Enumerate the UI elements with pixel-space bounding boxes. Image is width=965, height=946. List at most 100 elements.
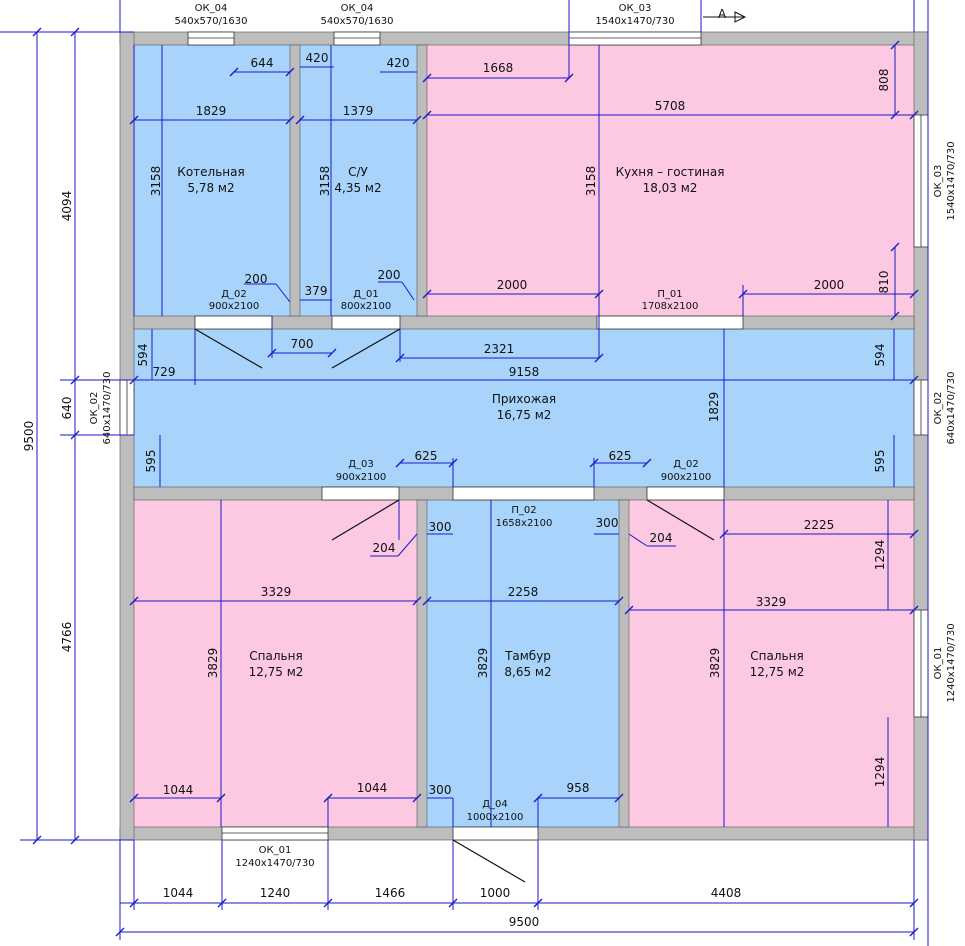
- room-labels: Котельная 5,78 м2 С/У 4,35 м2 Кухня – го…: [177, 165, 804, 679]
- dim-5708: 5708: [655, 99, 686, 113]
- window-ok04b-size: 540х570/1630: [321, 16, 394, 27]
- dim-2000a: 2000: [497, 278, 528, 292]
- dim-3829b: 3829: [476, 648, 490, 679]
- dim-bottom-1044: 1044: [163, 886, 194, 900]
- dim-808: 808: [877, 69, 891, 92]
- room-wc-fill: [300, 45, 417, 316]
- door-d04-size: 1000х2100: [467, 812, 524, 823]
- dim-2000b: 2000: [814, 278, 845, 292]
- room-kitchen-area: 18,03 м2: [643, 181, 698, 195]
- dim-420b: 420: [387, 56, 410, 70]
- door-d02-tag: Д_02: [221, 289, 247, 300]
- dim-700: 700: [291, 337, 314, 351]
- dim-594b: 594: [873, 344, 887, 367]
- room-bed1-name: Спальня: [249, 649, 302, 663]
- opening-labels: ОК_04 540х570/1630 ОК_04 540х570/1630 ОК…: [89, 3, 957, 869]
- dim-625b: 625: [609, 449, 632, 463]
- room-kitchen-fill: [427, 45, 914, 316]
- window-ok04a-tag: ОК_04: [195, 3, 228, 14]
- section-marker: A: [703, 7, 747, 23]
- dim-bottom-1000: 1000: [480, 886, 511, 900]
- opening-p01-tag: П_01: [657, 289, 682, 300]
- dim-810: 810: [877, 271, 891, 294]
- dim-left-4094: 4094: [60, 191, 74, 222]
- dim-2225: 2225: [804, 518, 835, 532]
- room-boiler-name: Котельная: [177, 165, 244, 179]
- dim-bottom-9500: 9500: [509, 915, 540, 929]
- window-ok03right-size: 1540х1470/730: [946, 141, 957, 220]
- dim-2258: 2258: [508, 585, 539, 599]
- door-d03-tag: Д_03: [348, 459, 374, 470]
- dim-379: 379: [305, 284, 328, 298]
- room-wc-name: С/У: [348, 165, 368, 179]
- dim-420a: 420: [306, 51, 329, 65]
- dim-3158c: 3158: [584, 166, 598, 197]
- window-ok03right-tag: ОК_03: [933, 165, 944, 198]
- dim-204a: 204: [373, 541, 396, 555]
- dim-3158b: 3158: [318, 166, 332, 197]
- dim-1294a: 1294: [873, 540, 887, 571]
- room-vestibule-area: 8,65 м2: [504, 665, 551, 679]
- opening-p02-tag: П_02: [511, 505, 536, 516]
- dim-1829b: 1829: [707, 392, 721, 423]
- dim-bottom-4408: 4408: [711, 886, 742, 900]
- dim-1668: 1668: [483, 61, 514, 75]
- window-ok04b-tag: ОК_04: [341, 3, 374, 14]
- window-ok03top-tag: ОК_03: [619, 3, 652, 14]
- room-kitchen-name: Кухня – гостиная: [616, 165, 725, 179]
- window-ok04a-size: 540х570/1630: [175, 16, 248, 27]
- room-bed2-fill: [629, 500, 914, 827]
- dim-left-9500: 9500: [22, 421, 36, 452]
- dim-200a: 200: [245, 272, 268, 286]
- room-bed1-fill: [134, 500, 417, 827]
- window-ok02right-size: 640х1470/730: [946, 372, 957, 445]
- room-boiler-area: 5,78 м2: [187, 181, 234, 195]
- door-d01-tag: Д_01: [353, 289, 379, 300]
- room-vestibule-name: Тамбур: [504, 649, 551, 663]
- dim-1829a: 1829: [196, 104, 227, 118]
- window-ok02left-size: 640х1470/730: [102, 372, 113, 445]
- dim-1044b: 1044: [357, 781, 388, 795]
- opening-p01-size: 1708х2100: [642, 301, 699, 312]
- window-ok01bottom-size: 1240х1470/730: [235, 858, 314, 869]
- dim-3329a: 3329: [261, 585, 292, 599]
- window-ok01right-tag: ОК_01: [933, 647, 944, 680]
- dim-1294b: 1294: [873, 757, 887, 788]
- room-wc-area: 4,35 м2: [334, 181, 381, 195]
- dim-300c: 300: [429, 783, 452, 797]
- opening-p02-size: 1658х2100: [496, 518, 553, 529]
- dim-bottom-1466: 1466: [375, 886, 406, 900]
- dim-left-640: 640: [60, 397, 74, 420]
- dim-204b: 204: [650, 531, 673, 545]
- window-ok02left-tag: ОК_02: [89, 392, 100, 425]
- door-d02-size: 900х2100: [209, 301, 259, 312]
- room-hall-area: 16,75 м2: [497, 408, 552, 422]
- dimension-lines: [0, 0, 929, 946]
- window-ok03top-size: 1540х1470/730: [595, 16, 674, 27]
- dim-595b: 595: [873, 450, 887, 473]
- dim-644: 644: [251, 56, 274, 70]
- room-bed2-name: Спальня: [750, 649, 803, 663]
- door-d02b-size: 900х2100: [661, 472, 711, 483]
- dim-9158: 9158: [509, 365, 540, 379]
- dim-300a: 300: [429, 520, 452, 534]
- dim-625a: 625: [415, 449, 438, 463]
- dim-200b: 200: [378, 268, 401, 282]
- door-d01-size: 800х2100: [341, 301, 391, 312]
- window-ok02right-tag: ОК_02: [933, 392, 944, 425]
- dim-1044a: 1044: [163, 783, 194, 797]
- dim-958: 958: [567, 781, 590, 795]
- door-d03-size: 900х2100: [336, 472, 386, 483]
- dim-2321: 2321: [484, 342, 515, 356]
- dim-729: 729: [153, 365, 176, 379]
- room-hall-name: Прихожая: [492, 392, 556, 406]
- door-d02b-tag: Д_02: [673, 459, 699, 470]
- room-vestibule-fill: [427, 500, 619, 827]
- door-leaves: [194, 328, 715, 883]
- room-hall-fill: [134, 329, 914, 487]
- dim-595a: 595: [144, 450, 158, 473]
- dim-594a: 594: [136, 344, 150, 367]
- dimension-values-vertical: 808 810 3158 3158 3158 594 594 1829 595 …: [22, 69, 891, 788]
- dim-3829a: 3829: [206, 648, 220, 679]
- dim-300b: 300: [596, 516, 619, 530]
